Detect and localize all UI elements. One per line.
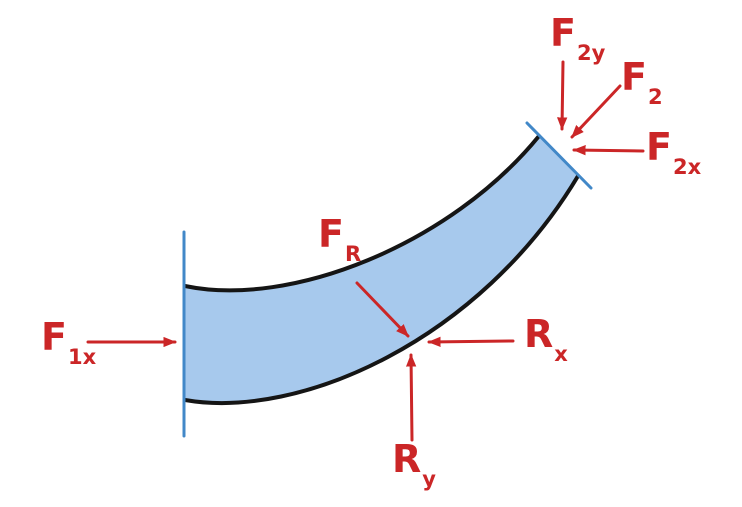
label-f2-base: F [621,55,647,99]
label-ry-base: R [392,437,422,481]
outlet-face-line [525,121,593,190]
force-arrow-ry [405,353,417,442]
label-fr-sub: R [344,242,362,266]
label-f2x-base: F [646,125,672,169]
pipe-body [185,136,578,404]
force-arrow-fr [355,281,410,338]
force-arrow-f2 [570,84,622,139]
label-ry-sub: y [422,467,436,491]
label-f2y-base: F [550,11,576,55]
pipe-bottom-edge [183,174,580,405]
label-f2-sub: 2 [647,85,663,109]
label-ry: Ry [392,437,436,490]
label-f2x-sub: 2x [672,155,702,179]
label-f2y: F2y [550,11,605,64]
label-f1x-sub: 1x [67,345,97,369]
label-f1x-base: F [41,315,67,359]
label-fr: FR [318,212,361,265]
label-f1x: F1x [41,315,96,368]
label-fr-base: F [318,212,344,256]
label-rx: Rx [524,312,568,365]
label-f2x: F2x [646,125,701,178]
label-rx-sub: x [554,342,568,366]
force-arrow-f2y [556,60,568,131]
force-arrow-f2x [572,144,645,156]
label-f2y-sub: 2y [576,41,606,65]
label-rx-base: R [524,312,554,356]
force-arrow-rx [427,336,515,348]
pipe-top-edge [183,134,541,293]
label-f2: F2 [621,55,663,108]
